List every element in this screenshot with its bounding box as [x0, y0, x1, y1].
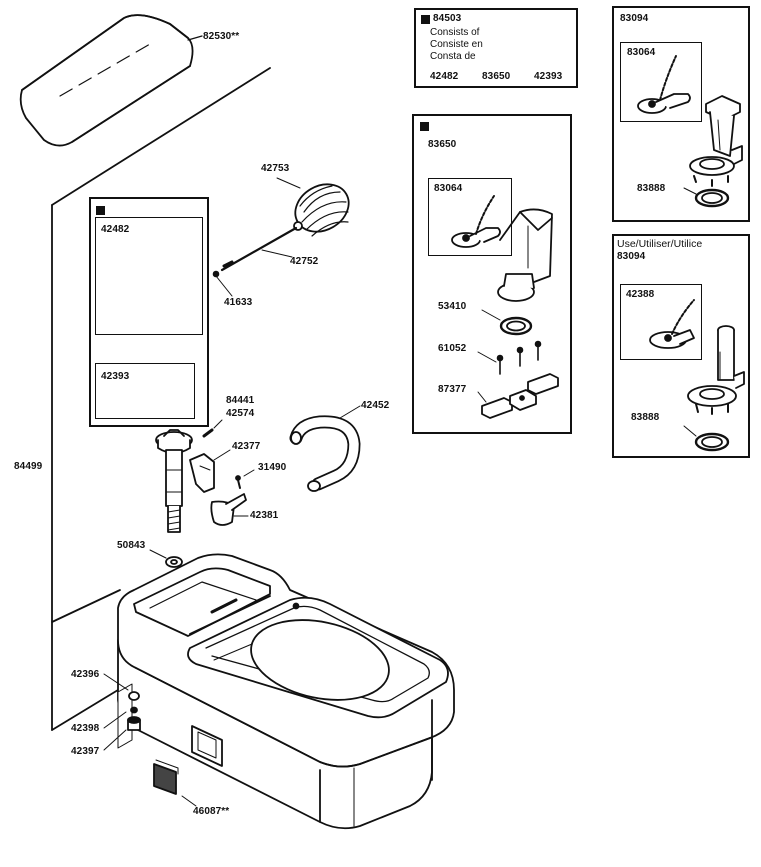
tank-cover-drawing	[19, 14, 203, 147]
kit-83650-flapper-drawing	[451, 195, 501, 248]
label-plate: 46087**	[193, 806, 230, 817]
fill-valve-drawing	[149, 419, 255, 568]
kit-marker-square	[420, 122, 429, 131]
kit-83650-seal: 53410	[438, 301, 467, 312]
kit-marker-square	[421, 15, 430, 24]
kit-marker-square	[96, 206, 105, 215]
label-float-rod: 42752	[290, 256, 319, 267]
kit-84503-part-1: 42482	[430, 71, 459, 82]
kit-83650-box	[412, 114, 572, 434]
kit-42482-box	[95, 217, 203, 335]
kit-84503-part-2: 83650	[482, 71, 511, 82]
label-bolt-a: 42396	[71, 669, 100, 680]
float-ball-drawing	[212, 177, 350, 297]
kit-83094-flapper-box	[620, 42, 702, 122]
label-tank-body: 84499	[14, 461, 43, 472]
kit-84503-box	[414, 8, 578, 88]
refill-tube-drawing	[289, 405, 361, 492]
kit-83094-drawing	[637, 55, 743, 208]
side-bolts-drawing	[103, 673, 141, 751]
kit-84503-line-3: Consta de	[430, 51, 476, 62]
label-lever: 42381	[250, 510, 279, 521]
kit-84503-line-1: Consists of	[430, 27, 480, 38]
kit-83650-code: 83650	[428, 139, 457, 150]
kit-83650-flapper: 83064	[434, 183, 463, 194]
kit-use-drawing	[649, 299, 745, 452]
kit-use-code: 83094	[617, 251, 646, 262]
kit-42393-box	[95, 363, 195, 419]
kit-use-box	[612, 234, 750, 458]
kit-use-flapper: 42388	[626, 289, 655, 300]
label-fill-valve-a: 84441	[226, 395, 255, 406]
label-seal-kit: 42393	[101, 371, 130, 382]
kit-use-flapper-box	[620, 284, 702, 360]
label-float-ball: 42753	[261, 163, 290, 174]
label-ballcock-kit: 42482	[101, 224, 130, 235]
label-clip: 42377	[232, 441, 261, 452]
kit-83650-blocks: 87377	[438, 384, 467, 395]
kit-84503-code: 84503	[433, 13, 462, 24]
kit-use-gasket: 83888	[631, 412, 660, 423]
kit-83650-flapper-box	[428, 178, 512, 256]
kit-84503-part-3: 42393	[534, 71, 563, 82]
kit-83094-code: 83094	[620, 13, 649, 24]
kit-use-heading: Use/Utiliser/Utilice	[617, 238, 703, 250]
label-bolt-b: 42398	[71, 723, 100, 734]
toilet-body-drawing	[117, 553, 455, 830]
label-screw: 31490	[258, 462, 287, 473]
kit-group-box	[89, 197, 209, 427]
kit-83094-box	[612, 6, 750, 222]
label-rod-nut: 41633	[224, 297, 253, 308]
label-fill-valve-b: 42574	[226, 408, 255, 419]
kit-83094-flapper: 83064	[627, 47, 656, 58]
label-refill-tube: 42452	[361, 400, 390, 411]
kit-83094-gasket: 83888	[637, 183, 666, 194]
kit-84503-line-2: Consiste en	[430, 39, 483, 50]
label-washer: 50843	[117, 540, 146, 551]
kit-83650-drawing	[477, 208, 559, 419]
kit-83650-screws: 61052	[438, 343, 467, 354]
label-bolt-c: 42397	[71, 746, 100, 757]
label-cover: 82530**	[203, 31, 240, 42]
